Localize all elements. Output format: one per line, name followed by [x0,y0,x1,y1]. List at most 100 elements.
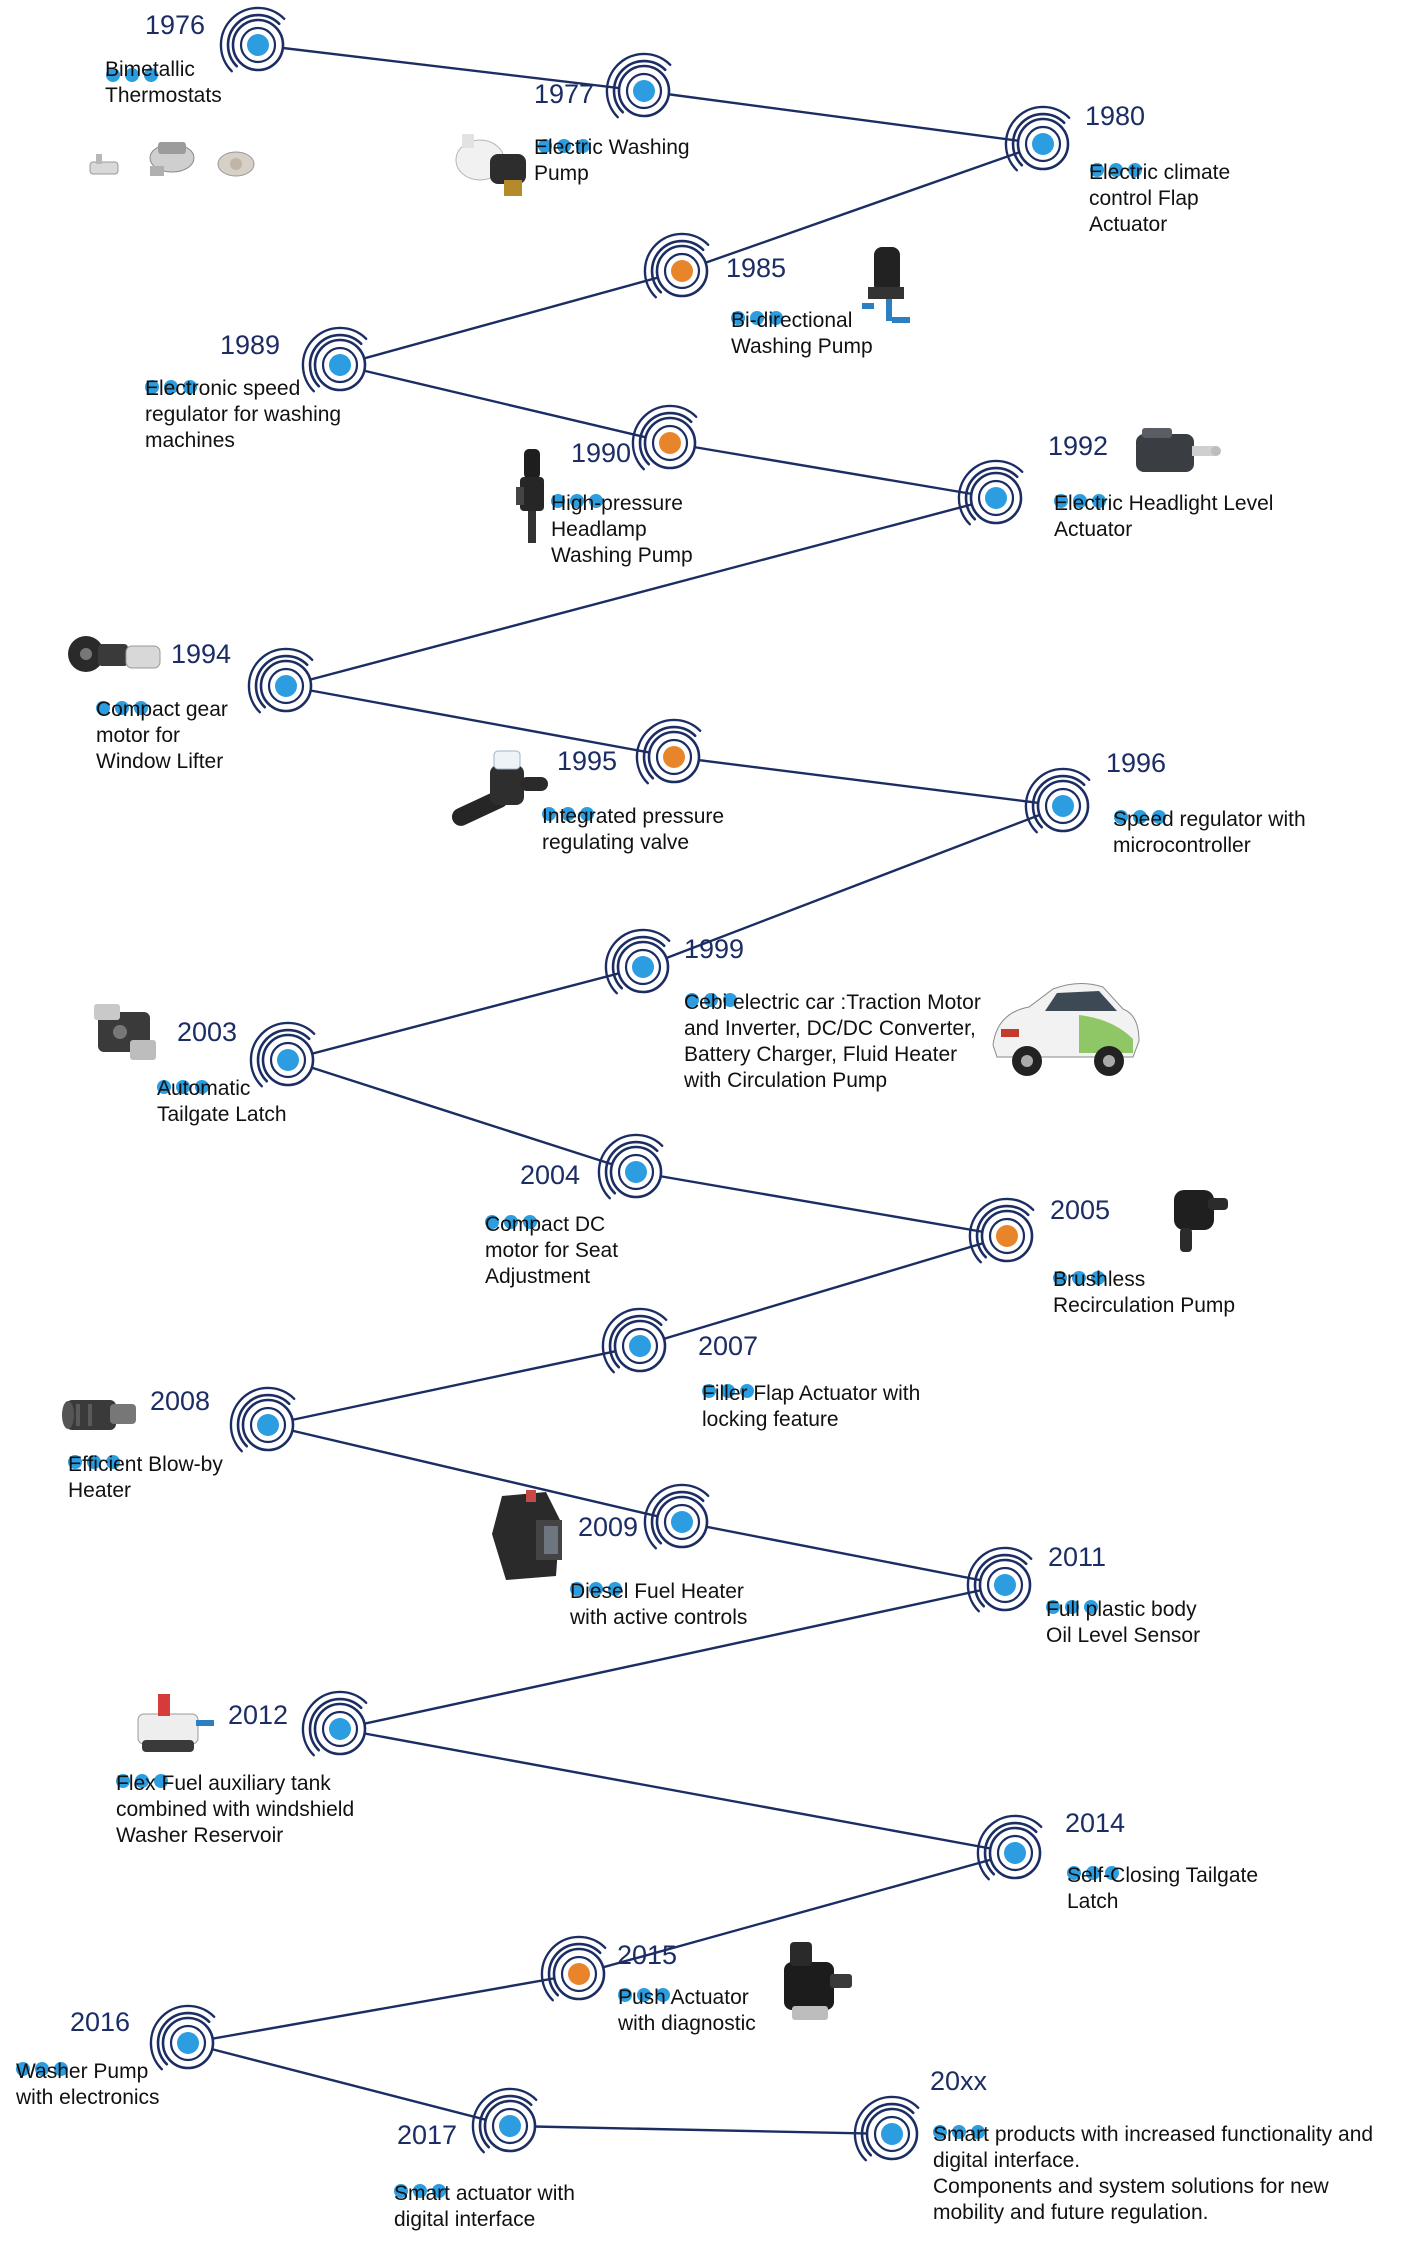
dot-icon [542,807,556,821]
dot-icon [176,1080,190,1094]
milestone-year: 2015 [617,1940,678,1970]
description-line: Compact DC [485,1213,606,1236]
three-dots-icon [1114,810,1166,824]
description-line: locking feature [702,1408,839,1431]
milestone-marker-icon [853,2095,920,2162]
dot-icon [1054,494,1068,508]
description-line: Battery Charger, Fluid Heater [684,1043,958,1066]
three-dots-icon [551,494,603,508]
description-line: Efficient Blow-by [68,1453,223,1476]
dot-icon [561,807,575,821]
description-line: Components and system solutions for new [933,2175,1329,2198]
dot-icon [1072,1271,1086,1285]
dot-icon [1065,1600,1079,1614]
diesel-fuel-heater-image [486,1490,576,1585]
three-dots-icon [485,1215,537,1229]
milestone-year: 2007 [698,1331,759,1361]
milestone-marker-icon [1024,767,1091,834]
dot-icon [570,494,584,508]
milestone-year: 1996 [1106,748,1167,778]
description-line: microcontroller [1113,834,1251,857]
description-line: mobility and future regulation. [933,2201,1209,2224]
dot-icon [485,1215,499,1229]
dot-icon [702,1384,716,1398]
dot-icon [145,380,159,394]
description-line: Washer Reservoir [116,1824,284,1847]
dot-icon [1109,163,1123,177]
description-line: Bi-directional [731,309,853,332]
timeline-path [187,43,1064,2136]
dot-icon [769,311,783,325]
dot-icon [1073,494,1087,508]
dot-icon [721,1384,735,1398]
description-line: Tailgate Latch [157,1103,287,1126]
milestone-year: 1977 [534,79,595,109]
window-lifter-motor-image [64,632,164,682]
dot-icon [580,807,594,821]
dot-icon [157,1080,171,1094]
milestone-marker-icon [247,647,314,714]
dot-icon [1090,163,1104,177]
dot-icon [656,1988,670,2002]
description-line: Flex Fuel auxiliary tank [116,1772,331,1795]
description-line: Actuator [1054,518,1133,541]
milestone-marker-icon [149,2004,216,2071]
dot-icon [1091,1271,1105,1285]
electric-washing-pump-image [450,130,540,200]
dot-icon [394,2184,408,2198]
description-line: Cebi electric car :Traction Motor [684,991,981,1014]
milestone-year: 2012 [228,1700,289,1730]
description-line: Latch [1067,1890,1119,1913]
dot-icon [1092,494,1106,508]
dot-icon [723,993,737,1007]
dot-icon [704,993,718,1007]
milestone-marker-icon [635,718,702,785]
three-dots-icon [96,701,148,715]
flex-fuel-tank-image [134,1690,220,1762]
three-dots-icon [106,68,158,82]
dot-icon [589,1582,603,1596]
milestone-year: 1989 [220,330,281,360]
description-line: digital interface [394,2208,536,2231]
dot-icon [68,1455,82,1469]
milestone-year: 2008 [150,1386,211,1416]
description-line: Smart actuator with [394,2182,575,2205]
dot-icon [685,993,699,1007]
dot-icon [134,701,148,715]
description-line: control Flap [1089,187,1199,210]
milestone-marker-icon [471,2087,538,2154]
dot-icon [135,1774,149,1788]
description-line: with diagnostic [618,2012,756,2035]
milestone-year: 1990 [571,438,632,468]
description-line: Electric climate [1089,161,1231,184]
milestone-year: 2003 [177,1017,238,1047]
description-line: Thermostats [105,84,222,107]
description-line: Pump [534,162,589,185]
three-dots-icon [68,1455,120,1469]
milestone-description: Smart products with increased functional… [933,2122,1373,2226]
dot-icon [618,1988,632,2002]
milestone-marker-icon [1004,105,1071,172]
dot-icon [570,1582,584,1596]
three-dots-icon [394,2184,446,2198]
dot-icon [750,311,764,325]
dot-icon [589,494,603,508]
description-line: with electronics [16,2086,160,2109]
dot-icon [523,1215,537,1229]
dot-icon [106,1455,120,1469]
description-line: Electric Headlight Level [1054,492,1274,515]
milestone-year: 2005 [1050,1195,1111,1225]
dot-icon [183,380,197,394]
milestone-marker-icon [219,6,286,73]
milestone-marker-icon [229,1386,296,1453]
dot-icon [432,2184,446,2198]
three-dots-icon [116,1774,168,1788]
